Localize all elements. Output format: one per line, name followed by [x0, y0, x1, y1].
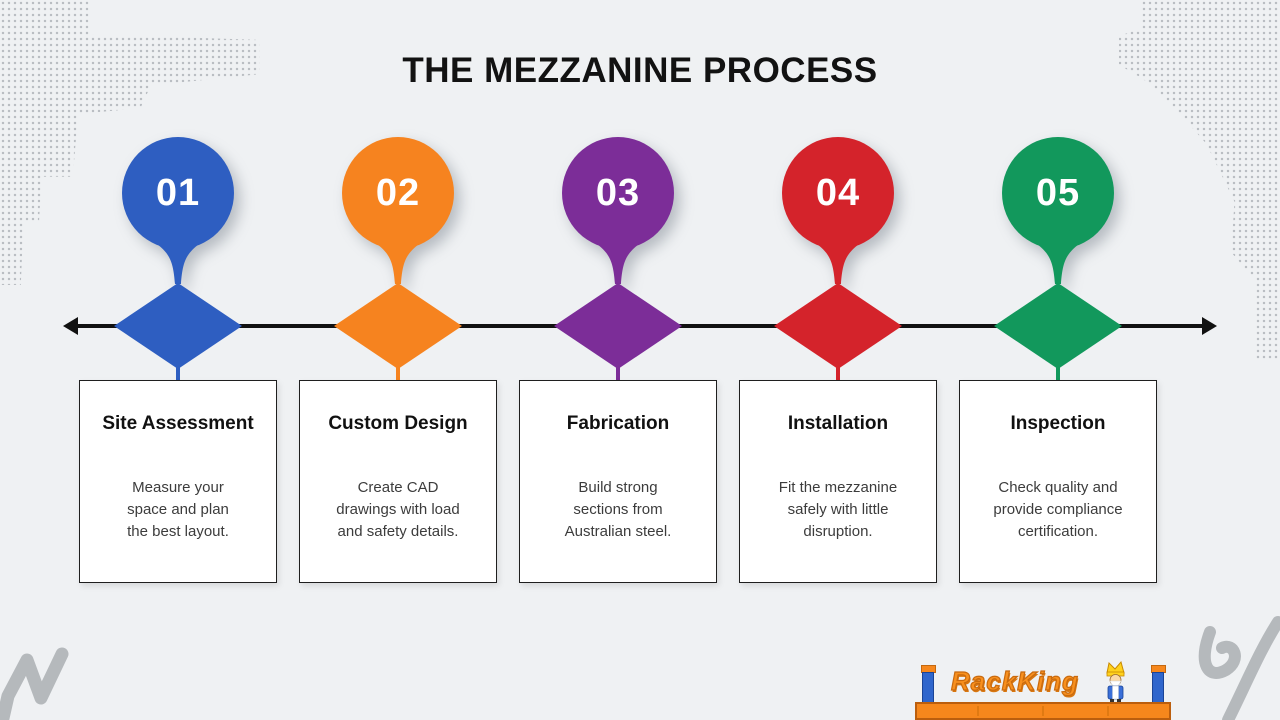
desc-line: certification. [1017, 523, 1099, 540]
step-balloon-icon [782, 137, 894, 285]
process-step-2: 02 Custom Design Create CAD drawings wit… [299, 137, 497, 583]
step-description: Measure your space and plan the best lay… [80, 477, 276, 543]
process-step-3: 03 Fabrication Build strong sections fro… [519, 137, 717, 583]
desc-line: disruption. [803, 523, 873, 540]
desc-line: Measure your [132, 479, 224, 496]
desc-line: drawings with load [336, 501, 460, 518]
process-step-1: 01 Site Assessment Measure your space an… [79, 137, 277, 583]
step-title: Installation [787, 413, 889, 434]
step-card: Inspection Check quality and provide com… [959, 380, 1157, 583]
desc-line: sections from [573, 501, 663, 518]
beam-notch [1042, 706, 1044, 716]
timeline-diamond-icon [114, 283, 242, 369]
squiggle-bottom-right [1198, 616, 1280, 720]
step-description: Create CAD drawings with load and safety… [300, 477, 496, 543]
page-title: THE MEZZANINE PROCESS [402, 51, 878, 90]
desc-line: Build strong [578, 479, 658, 496]
step-title: Site Assessment [102, 413, 254, 434]
step-number: 03 [595, 171, 641, 214]
rackking-logo: RackKing [915, 660, 1171, 720]
step-number: 02 [375, 171, 421, 214]
desc-line: and safety details. [337, 523, 459, 540]
connector-line [836, 367, 840, 381]
squiggle-bottom-left [0, 647, 69, 720]
beam-notch [977, 706, 979, 716]
desc-line: provide compliance [993, 501, 1123, 518]
step-title: Fabrication [566, 413, 670, 434]
timeline-diamond-icon [554, 283, 682, 369]
step-card: Custom Design Create CAD drawings with l… [299, 380, 497, 583]
step-description: Check quality and provide compliance cer… [960, 477, 1156, 543]
rackking-mascot-icon [1106, 660, 1125, 702]
connector-line [1056, 367, 1060, 381]
desc-line: Check quality and [998, 479, 1118, 496]
connector-line [616, 367, 620, 381]
timeline-diamond-icon [774, 283, 902, 369]
step-balloon-icon [562, 137, 674, 285]
step-number: 01 [155, 171, 201, 214]
timeline-diamond-icon [994, 283, 1122, 369]
step-card: Fabrication Build strong sections from A… [519, 380, 717, 583]
desc-line: the best layout. [127, 523, 229, 540]
desc-line: safely with little [787, 501, 889, 518]
desc-line: space and plan [127, 501, 229, 518]
step-number: 05 [1035, 171, 1081, 214]
beam-notch [1107, 706, 1109, 716]
step-balloon-icon [342, 137, 454, 285]
rack-beam-icon [915, 702, 1171, 720]
brand-name: RackKing [950, 665, 1079, 696]
timeline-arrow-right-icon [1202, 317, 1217, 335]
step-description: Build strong sections from Australian st… [520, 477, 716, 543]
step-description: Fit the mezzanine safely with little dis… [740, 477, 936, 543]
desc-line: Fit the mezzanine [778, 479, 898, 496]
process-step-4: 04 Installation Fit the mezzanine safely… [739, 137, 937, 583]
desc-line: Create CAD [357, 479, 439, 496]
timeline-diamond-icon [334, 283, 462, 369]
step-card: Site Assessment Measure your space and p… [79, 380, 277, 583]
process-step-5: 05 Inspection Check quality and provide … [959, 137, 1157, 583]
timeline-arrow-left-icon [63, 317, 78, 335]
step-title: Custom Design [328, 413, 468, 434]
step-number: 04 [815, 171, 861, 214]
step-balloon-icon [1002, 137, 1114, 285]
connector-line [176, 367, 180, 381]
desc-line: Australian steel. [564, 523, 672, 540]
step-card: Installation Fit the mezzanine safely wi… [739, 380, 937, 583]
step-balloon-icon [122, 137, 234, 285]
connector-line [396, 367, 400, 381]
step-title: Inspection [1010, 413, 1106, 434]
